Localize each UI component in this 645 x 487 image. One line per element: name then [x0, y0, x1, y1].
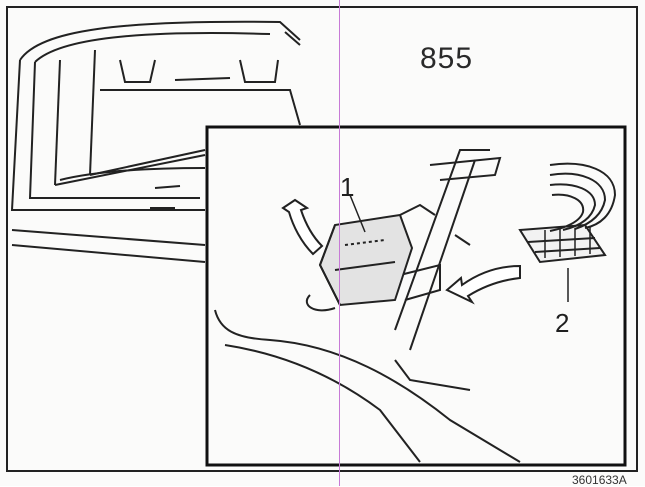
- reference-code: 3601633A: [572, 473, 627, 487]
- callout-label-1: 1: [340, 172, 355, 202]
- curved-arrow-up-left-icon: [281, 198, 324, 256]
- inset-drawing: [214, 149, 617, 463]
- figure-frame: [6, 6, 638, 472]
- callout-label-2: 2: [555, 308, 570, 338]
- scan-guide-line: [339, 0, 340, 486]
- figure-number: 855: [420, 42, 474, 75]
- curved-arrow-left-icon: [445, 264, 521, 305]
- car-cargo-area-drawing: [10, 20, 301, 263]
